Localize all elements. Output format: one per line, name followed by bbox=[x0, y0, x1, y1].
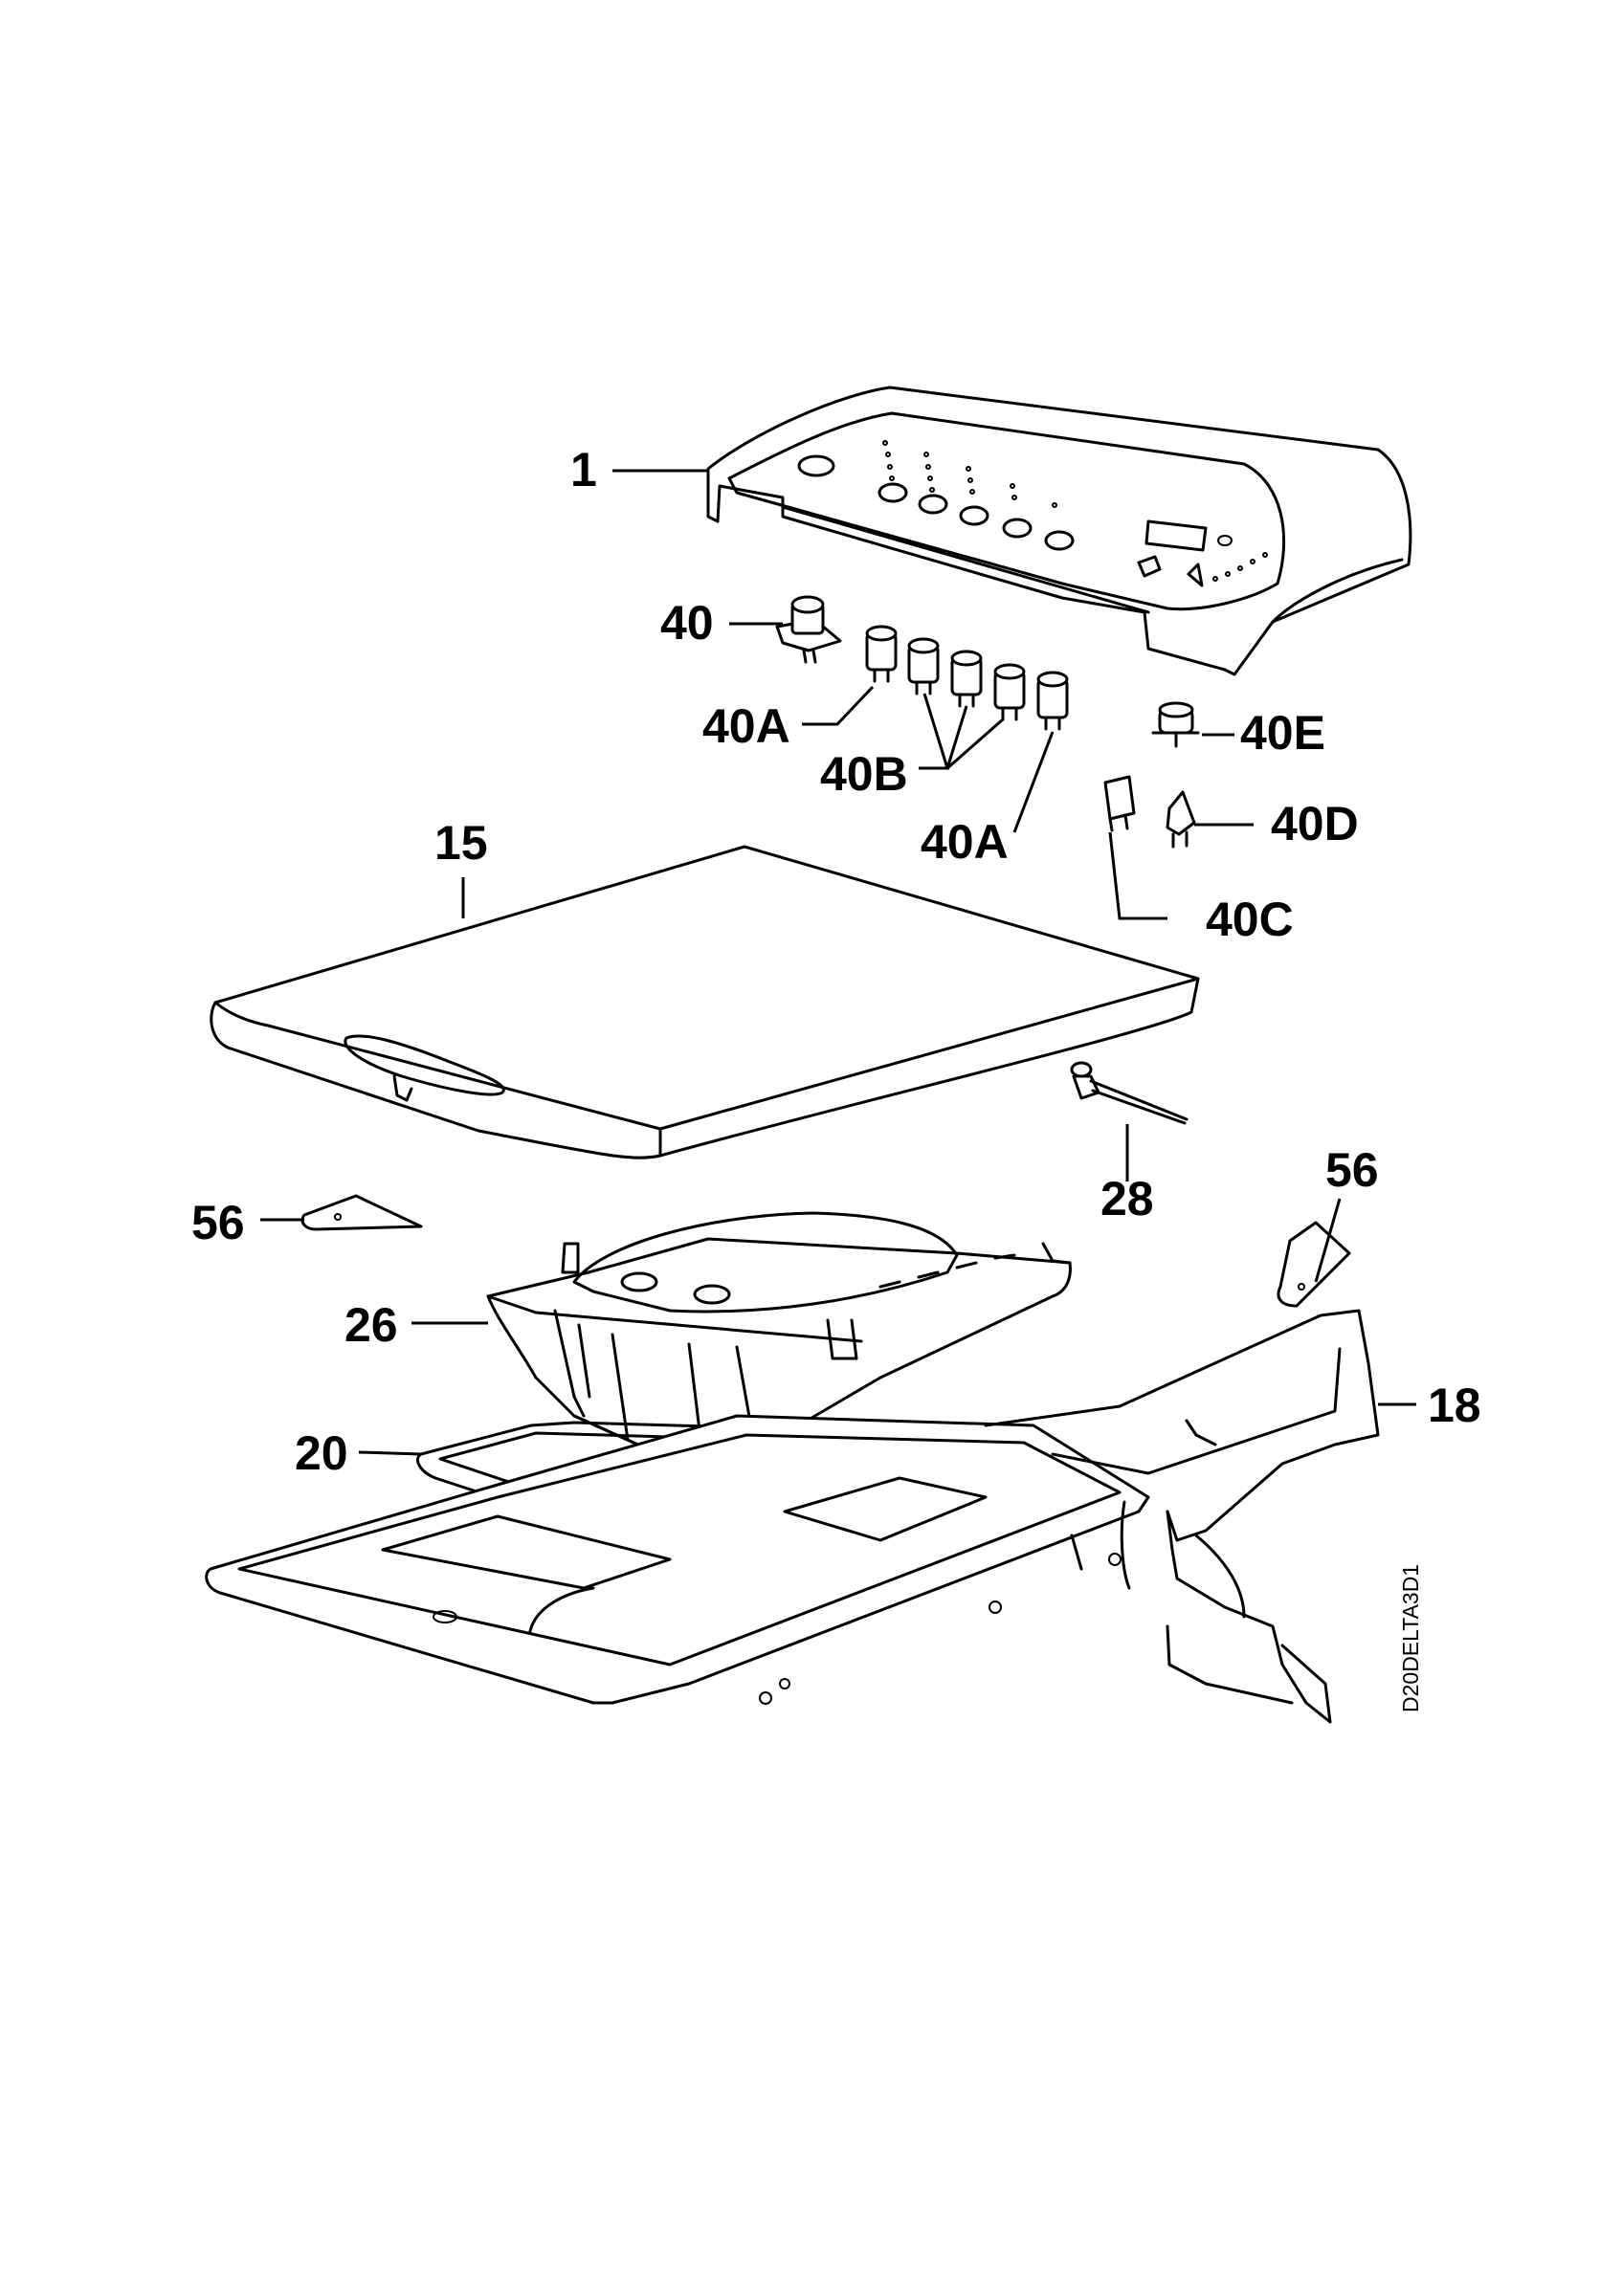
indicator-part-40e bbox=[1151, 701, 1200, 748]
part-labels: 1 40 40A 40B 40A 40E 40D 40C 15 28 56 56… bbox=[191, 443, 1481, 1480]
lid-part-15 bbox=[210, 845, 1200, 1159]
label-part-28: 28 bbox=[1100, 1172, 1154, 1225]
label-part-20: 20 bbox=[295, 1426, 348, 1480]
leader-lines bbox=[260, 469, 1416, 1456]
label-part-40d: 40D bbox=[1271, 797, 1359, 850]
dispenser-drawer-part-26 bbox=[486, 1211, 1072, 1466]
bracket-part-56-right bbox=[1277, 1221, 1351, 1308]
base-frame-part-18 bbox=[205, 1309, 1380, 1724]
label-part-40a-right: 40A bbox=[921, 815, 1009, 869]
control-panel-part-1 bbox=[706, 386, 1412, 676]
button-part-40d bbox=[1166, 790, 1196, 849]
label-part-18: 18 bbox=[1428, 1379, 1481, 1432]
label-part-1: 1 bbox=[570, 443, 597, 497]
label-part-40c: 40C bbox=[1206, 893, 1294, 946]
pin-part-28 bbox=[1070, 1061, 1189, 1125]
bracket-part-56-left bbox=[300, 1194, 423, 1231]
button-part-40c bbox=[1103, 775, 1136, 832]
label-part-40e: 40E bbox=[1240, 706, 1325, 760]
label-part-40: 40 bbox=[660, 596, 714, 650]
knobs-part-40a-40b bbox=[865, 625, 1069, 731]
drawing-code: D20DELTA3D1 bbox=[1398, 1564, 1423, 1712]
label-part-40b: 40B bbox=[820, 747, 908, 801]
label-part-26: 26 bbox=[344, 1298, 398, 1352]
label-part-56-right: 56 bbox=[1325, 1143, 1379, 1197]
label-part-15: 15 bbox=[434, 816, 488, 870]
label-part-40a-left: 40A bbox=[702, 699, 790, 753]
label-part-56-left: 56 bbox=[191, 1196, 245, 1249]
switch-part-40 bbox=[775, 595, 842, 664]
